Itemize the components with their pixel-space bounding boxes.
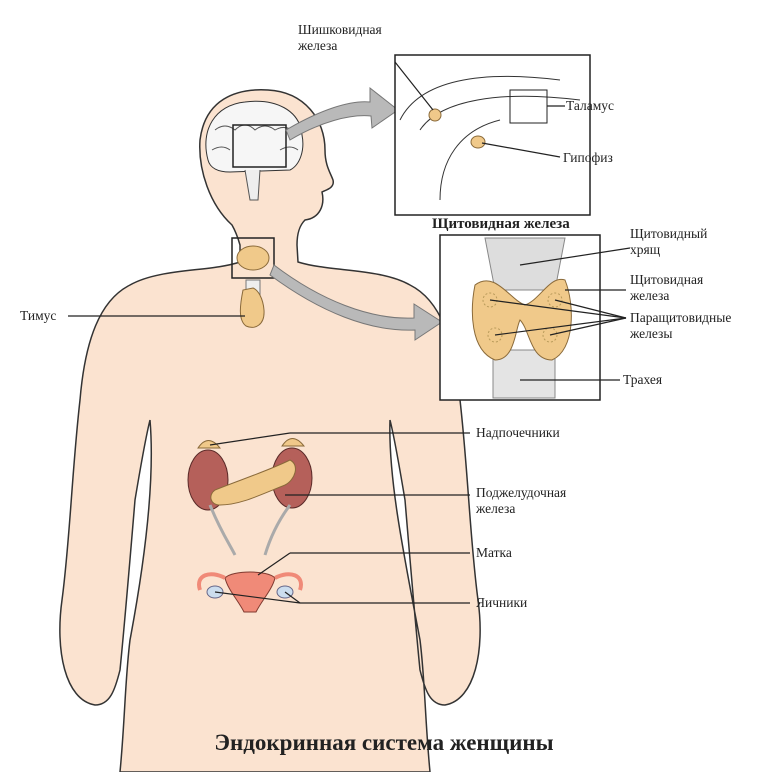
brain-icon (205, 100, 304, 201)
label-thymus: Тимус (20, 308, 57, 323)
arrow-to-thyroid-inset (269, 264, 443, 341)
brain-inset (394, 54, 591, 216)
arrow-to-brain-inset (285, 86, 399, 141)
label-line: Шишковидная (298, 22, 382, 37)
label-line: железа (476, 501, 516, 516)
label-thalamus: Таламус (566, 98, 615, 113)
label-line: железа (298, 38, 338, 53)
body-silhouette (59, 89, 481, 772)
label-line: Щитовидная (630, 272, 704, 287)
label-line: Паращитовидные (630, 310, 732, 325)
thyroid-inset-title: Щитовидная железа (432, 216, 570, 232)
uterus (224, 571, 276, 613)
label-line: Поджелудочная (476, 485, 567, 500)
label-line: хрящ (630, 242, 661, 257)
label-trachea: Трахея (623, 372, 663, 387)
label-pituitary: Гипофиз (563, 150, 613, 165)
label-adrenal: Надпочечники (476, 425, 560, 440)
label-ovaries: Яичники (476, 595, 528, 610)
thymus (239, 287, 265, 328)
label-uterus: Матка (476, 545, 512, 560)
label-line: железа (630, 288, 670, 303)
thyroid-inset (439, 234, 601, 401)
leader-lines (68, 61, 631, 604)
label-line: железы (630, 326, 673, 341)
pancreas (210, 459, 296, 506)
diagram-title: Эндокринная система женщины (214, 730, 554, 755)
label-line: Щитовидный (630, 226, 708, 241)
